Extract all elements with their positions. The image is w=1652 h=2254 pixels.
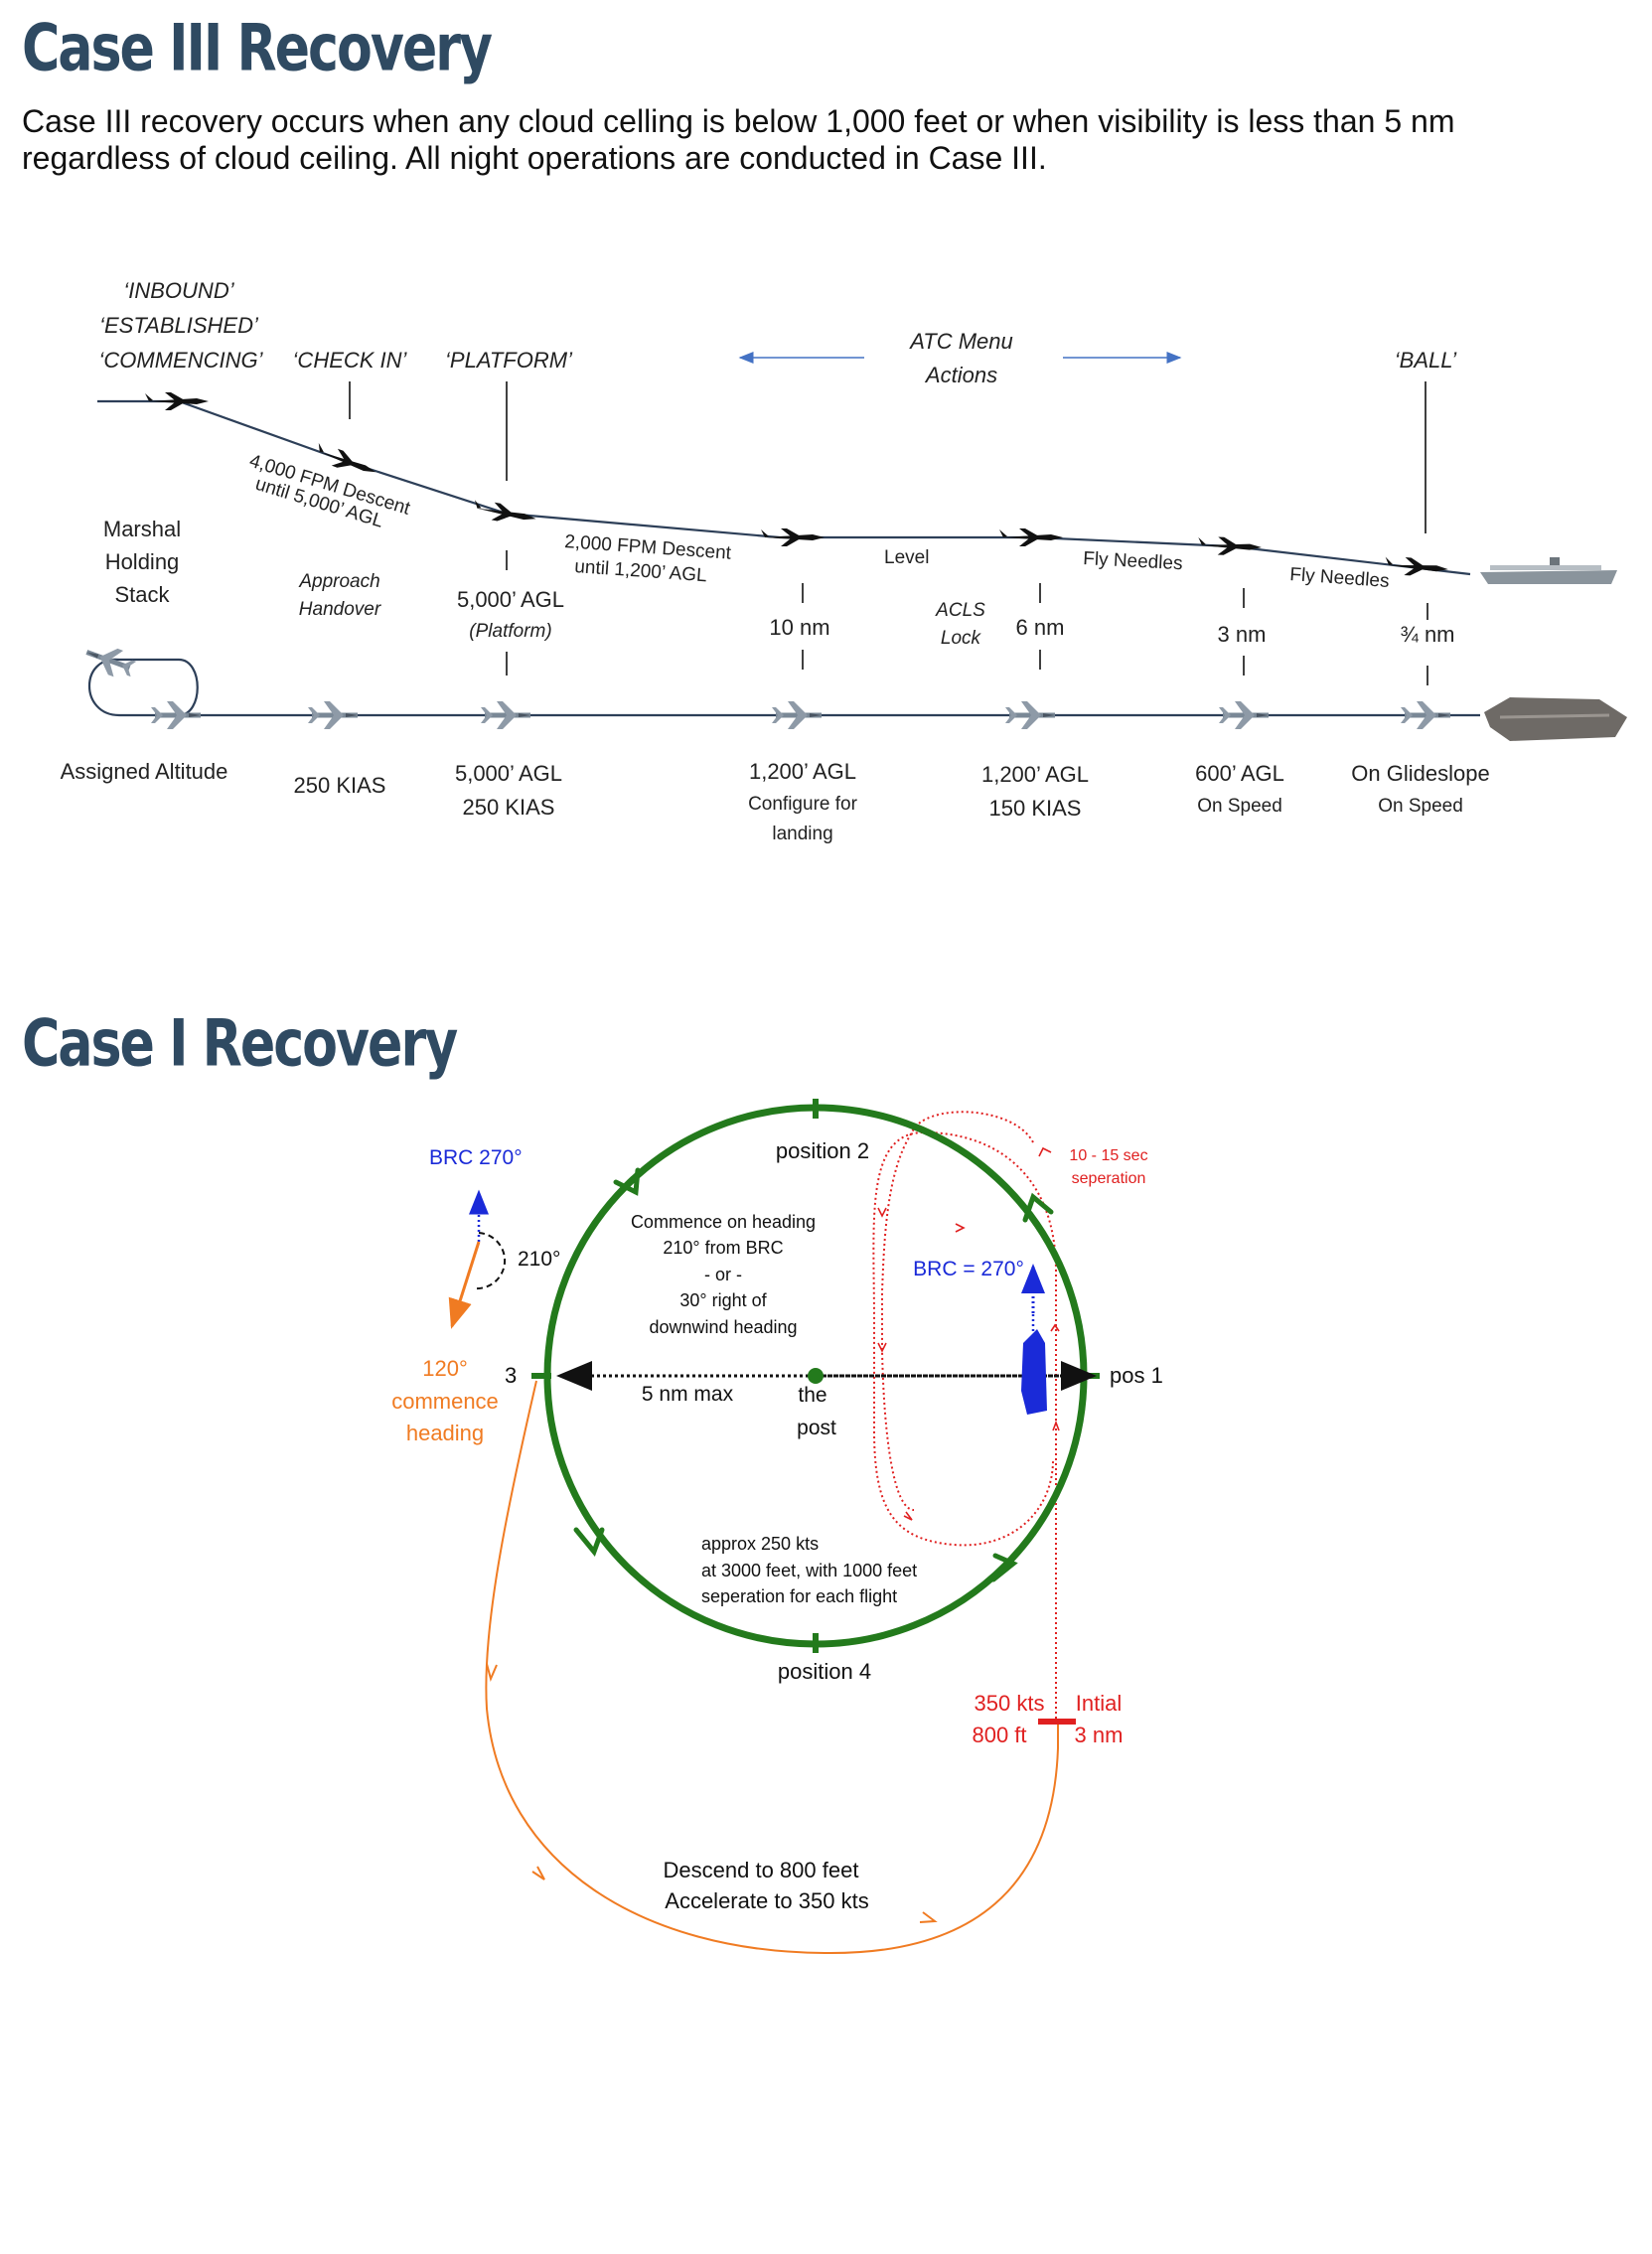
brc-equals-label: BRC = 270° xyxy=(913,1258,1024,1280)
descend-note-1: Descend to 800 feet xyxy=(664,1858,859,1882)
bottom-label-5b: On Speed xyxy=(1197,796,1282,817)
separation-label-1: 10 - 15 sec xyxy=(1069,1147,1147,1164)
initial-label: Intial xyxy=(1076,1691,1122,1716)
lock-label: Lock xyxy=(941,628,982,649)
position4-label: position 4 xyxy=(778,1659,871,1684)
orange-approach-path xyxy=(485,1380,1059,1955)
ten-nm-label: 10 nm xyxy=(769,615,829,640)
bottom-label-0: Assigned Altitude xyxy=(61,759,228,784)
case-i-diagram: position 2 position 4 pos 1 3 BRC 270° 2… xyxy=(391,1099,1163,1955)
holding-pattern-loop xyxy=(87,658,199,717)
aircraft-icon xyxy=(471,499,538,528)
speed-note-2: at 3000 feet, with 1000 feet xyxy=(701,1561,917,1580)
post-label-2: post xyxy=(797,1417,836,1439)
post-label-1: the xyxy=(798,1384,826,1407)
red-break-path xyxy=(872,1130,1057,1719)
case-iii-title: Case III Recovery xyxy=(22,10,493,86)
bottom-label-6a: On Glideslope xyxy=(1351,761,1489,786)
call-commencing: ‘COMMENCING’ xyxy=(99,348,264,373)
red-arrow-icons xyxy=(877,1146,1060,1521)
bottom-label-4b: 150 KIAS xyxy=(989,796,1082,821)
circle-arrow-icons xyxy=(573,1167,1054,1582)
initial-distance-label: 3 nm xyxy=(1075,1723,1124,1747)
bottom-label-4a: 1,200’ AGL xyxy=(981,762,1089,787)
atc-actions-label: Actions xyxy=(924,363,997,387)
aircraft-icon xyxy=(1005,701,1055,729)
heading-label: heading xyxy=(406,1421,484,1445)
call-check-in: ‘CHECK IN’ xyxy=(293,348,408,373)
three-quarter-nm-label: ¾ nm xyxy=(1400,622,1454,647)
approach-label: Approach xyxy=(298,571,379,592)
handover-label: Handover xyxy=(299,599,381,620)
carrier-top-icon xyxy=(1484,697,1627,741)
bottom-label-3b: Configure for xyxy=(748,794,858,815)
initial-speed-label: 350 kts xyxy=(975,1691,1045,1716)
speed-note-1: approx 250 kts xyxy=(701,1534,819,1554)
separation-label-2: seperation xyxy=(1072,1170,1146,1187)
aircraft-icon xyxy=(1219,701,1269,729)
angle-arc xyxy=(474,1232,506,1290)
orange-arrow-icon xyxy=(486,1663,498,1683)
bottom-label-2a: 5,000’ AGL xyxy=(455,761,562,786)
commence-note-2: 210° from BRC xyxy=(663,1238,783,1258)
commence-note-4: 30° right of xyxy=(679,1290,767,1310)
bottom-label-6b: On Speed xyxy=(1378,796,1463,817)
call-established: ‘ESTABLISHED’ xyxy=(99,313,259,338)
level-label: Level xyxy=(884,547,929,568)
angle-210-label: 210° xyxy=(518,1248,560,1271)
six-nm-label: 6 nm xyxy=(1016,615,1065,640)
fly-needles-label-2: Fly Needles xyxy=(1289,564,1391,592)
commence-label: commence xyxy=(391,1389,499,1414)
three-nm-label: 3 nm xyxy=(1218,622,1267,647)
atc-menu-label: ATC Menu xyxy=(908,329,1013,354)
case-iii-description: Case III recovery occurs when any cloud … xyxy=(22,103,1455,176)
aircraft-icon xyxy=(481,701,530,729)
bottom-label-5a: 600’ AGL xyxy=(1195,761,1284,786)
carrier-side-icon xyxy=(1480,557,1617,584)
case-iii-diagram: ‘INBOUND’ ‘ESTABLISHED’ ‘COMMENCING’ ‘CH… xyxy=(61,278,1627,844)
commence-note-5: downwind heading xyxy=(649,1317,797,1337)
tick-marks xyxy=(349,381,1428,685)
position2-label: position 2 xyxy=(776,1138,869,1163)
initial-altitude-label: 800 ft xyxy=(972,1723,1026,1747)
descend-note-2: Accelerate to 350 kts xyxy=(665,1888,868,1913)
acls-label: ACLS xyxy=(935,600,985,621)
call-platform: ‘PLATFORM’ xyxy=(445,348,573,373)
red-break-path-2 xyxy=(881,1111,1034,1511)
aircraft-icon xyxy=(761,528,825,546)
glide-path-line xyxy=(97,399,1471,576)
bottom-label-1: 250 KIAS xyxy=(294,773,386,798)
radius-label: 5 nm max xyxy=(642,1383,734,1406)
orange-arrow-icon xyxy=(531,1866,545,1880)
aircraft-icon xyxy=(1401,701,1450,729)
call-inbound: ‘INBOUND’ xyxy=(123,278,234,303)
case-i-labels: position 2 position 4 pos 1 3 BRC 270° 2… xyxy=(391,1138,1163,1913)
brc-compass-label: BRC 270° xyxy=(429,1146,523,1169)
aircraft-icon xyxy=(999,528,1063,546)
fly-needles-label-1: Fly Needles xyxy=(1083,548,1183,574)
case-i-title: Case I Recovery xyxy=(22,1005,458,1082)
platform-sub: (Platform) xyxy=(469,621,551,642)
holding-label: Holding xyxy=(105,549,180,574)
marshal-label: Marshal xyxy=(103,517,181,541)
stack-label: Stack xyxy=(114,582,170,607)
platform-altitude: 5,000’ AGL xyxy=(457,587,564,612)
commence-note-3: - or - xyxy=(704,1265,742,1284)
speed-note-3: seperation for each flight xyxy=(701,1586,897,1606)
aircraft-icon xyxy=(1384,555,1449,579)
call-ball: ‘BALL’ xyxy=(1395,348,1457,373)
bottom-label-3c: landing xyxy=(772,824,832,844)
aircraft-icon xyxy=(772,701,822,729)
post-marker xyxy=(808,1368,824,1384)
bottom-label-3a: 1,200’ AGL xyxy=(749,759,856,784)
pos1-label: pos 1 xyxy=(1110,1363,1163,1388)
orange-arrow-icon xyxy=(919,1911,938,1923)
commence-heading-arrow xyxy=(448,1241,481,1329)
commence-120-label: 120° xyxy=(422,1356,468,1381)
aircraft-icon xyxy=(308,701,358,729)
carrier-icon xyxy=(1021,1311,1047,1415)
commence-note-1: Commence on heading xyxy=(631,1212,816,1232)
bottom-label-2b: 250 KIAS xyxy=(463,795,555,820)
pos3-label: 3 xyxy=(505,1363,517,1388)
